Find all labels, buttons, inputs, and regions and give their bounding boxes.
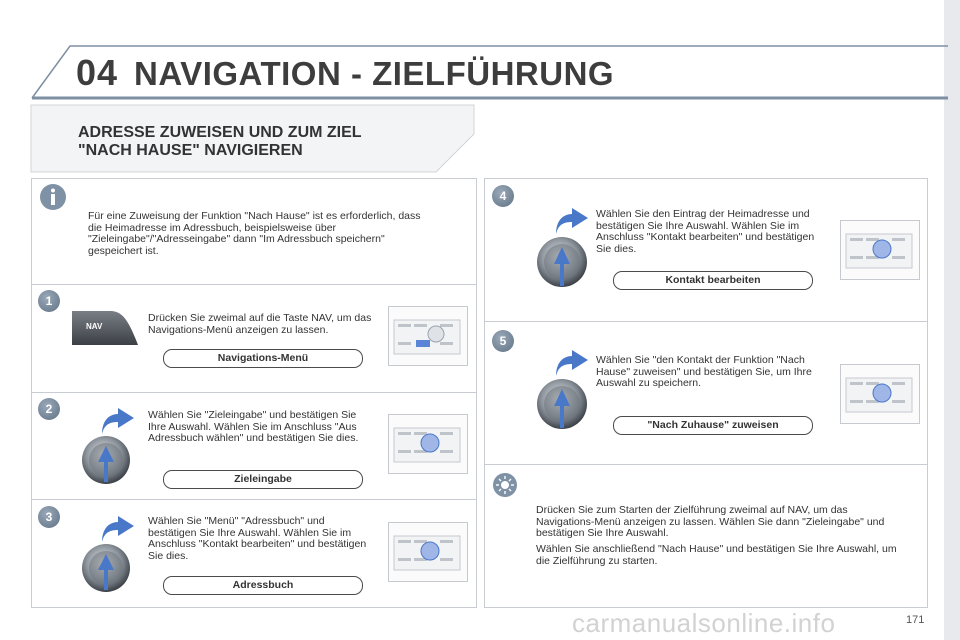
watermark: carmanualsonline.info bbox=[572, 608, 836, 638]
zieleingabe-button[interactable]: Zieleingabe bbox=[163, 470, 363, 489]
nav-key-illustration bbox=[72, 311, 138, 345]
step-2-badge: 2 bbox=[38, 398, 60, 420]
rotary-knob-icon bbox=[82, 516, 134, 592]
radio-panel-graphic bbox=[845, 233, 913, 269]
step-2-text: Wählen Sie "Zieleingabe" und bestätigen … bbox=[148, 409, 359, 445]
radio-panel-graphic bbox=[393, 535, 461, 571]
step-4-badge: 4 bbox=[492, 185, 514, 207]
divider bbox=[31, 392, 477, 393]
rotary-knob-icon bbox=[537, 350, 588, 429]
step-5-badge: 5 bbox=[492, 330, 514, 352]
tip-bulb-icon bbox=[493, 473, 517, 497]
chapter-header-frame bbox=[31, 45, 948, 100]
step-3-badge: 3 bbox=[38, 506, 60, 528]
section-title-frame bbox=[30, 104, 475, 173]
chapter-title: NAVIGATION - ZIELFÜHRUNG bbox=[134, 55, 615, 92]
nach-zuhause-zuweisen-button[interactable]: "Nach Zuhause" zuweisen bbox=[613, 416, 813, 435]
divider bbox=[484, 464, 928, 465]
tip-paragraph-2: Wählen Sie anschließend "Nach Hause" und… bbox=[536, 543, 897, 567]
page-edge-strip bbox=[944, 0, 960, 640]
radio-panel-graphic bbox=[393, 427, 461, 463]
divider bbox=[31, 499, 477, 500]
navigations-menu-button[interactable]: Navigations-Menü bbox=[163, 349, 363, 368]
chapter-number: 04 bbox=[76, 52, 119, 93]
section-title: ADRESSE ZUWEISEN UND ZUM ZIEL "NACH HAUS… bbox=[78, 124, 362, 159]
info-text: Für eine Zuweisung der Funktion "Nach Ha… bbox=[88, 210, 421, 257]
step-3-text: Wählen Sie "Menü" "Adressbuch" und bestä… bbox=[148, 515, 367, 562]
kontakt-bearbeiten-button[interactable]: Kontakt bearbeiten bbox=[613, 271, 813, 290]
nav-key-label: NAV bbox=[86, 322, 103, 331]
step-5-text: Wählen Sie "den Kontakt der Funktion "Na… bbox=[596, 354, 812, 390]
page-number: 171 bbox=[906, 614, 925, 626]
info-icon bbox=[40, 184, 66, 210]
step-4-text: Wählen Sie den Eintrag der Heimadresse u… bbox=[596, 208, 815, 255]
rotary-knob-icon bbox=[537, 208, 588, 287]
adressbuch-button[interactable]: Adressbuch bbox=[163, 576, 363, 595]
step-1-text: Drücken Sie zweimal auf die Taste NAV, u… bbox=[148, 312, 372, 336]
rotary-knob-icon bbox=[82, 408, 134, 484]
divider bbox=[484, 321, 928, 322]
step-1-badge: 1 bbox=[38, 290, 60, 312]
tip-paragraph-1: Drücken Sie zum Starten der Zielführung … bbox=[536, 504, 885, 540]
radio-panel-graphic bbox=[845, 377, 913, 413]
radio-panel-graphic bbox=[393, 319, 461, 355]
divider bbox=[31, 284, 477, 285]
